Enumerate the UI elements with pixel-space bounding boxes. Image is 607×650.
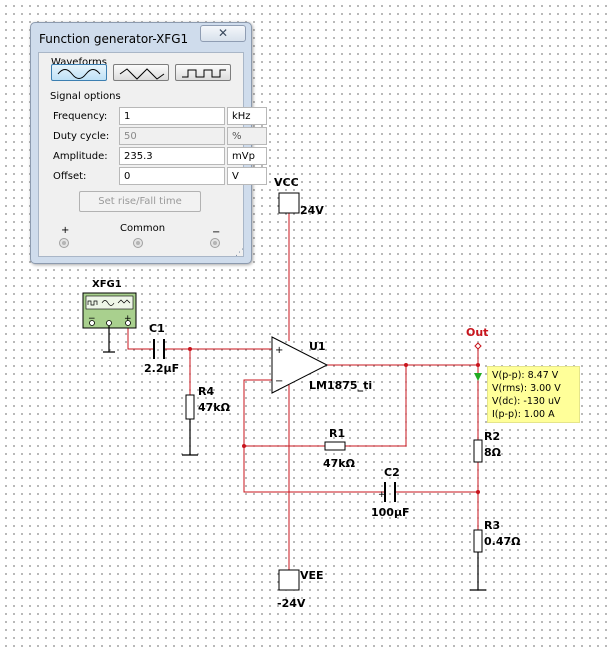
- window-titlebar[interactable]: Function generator-XFG1 ✕: [31, 23, 251, 51]
- c2-value: 100µF: [371, 506, 410, 519]
- u1-model: LM1875_ti: [309, 379, 372, 392]
- r2-value: 8Ω: [484, 446, 502, 459]
- r4-value: 47kΩ: [198, 401, 231, 414]
- function-generator-window[interactable]: Function generator-XFG1 ✕ Waveforms Sign…: [30, 22, 267, 264]
- square-wave-button[interactable]: [175, 64, 231, 81]
- triangle-wave-button[interactable]: [113, 64, 169, 81]
- r4-resistor[interactable]: R4 47kΩ: [182, 385, 231, 456]
- probe-ipp: I(p-p): 1.00 A: [492, 409, 555, 420]
- set-rise-fall-time-button[interactable]: Set rise/Fall time: [79, 191, 201, 212]
- probe-vpp: V(p-p): 8.47 V: [492, 370, 559, 381]
- plus-terminal-label: +: [61, 225, 70, 236]
- sine-wave-button[interactable]: [51, 64, 107, 81]
- vee-source[interactable]: VEE -24V: [277, 569, 324, 610]
- r3-name: R3: [484, 519, 500, 532]
- amplitude-unit-select[interactable]: mVp: [227, 147, 267, 165]
- vcc-name: VCC: [274, 176, 299, 189]
- r3-resistor[interactable]: R3 0.47Ω: [470, 519, 521, 591]
- probe-vrms: V(rms): 3.00 V: [492, 383, 561, 394]
- sine-wave-icon: [101, 300, 115, 306]
- amplitude-label: Amplitude:: [53, 151, 108, 162]
- connector-diamond-icon: [474, 342, 482, 350]
- wire-r1-left: [243, 379, 325, 447]
- c2-polarity: +: [378, 490, 386, 500]
- r1-resistor[interactable]: R1 47kΩ: [323, 427, 356, 470]
- xfg1-symbol[interactable]: XFG1 − +: [82, 279, 137, 353]
- wire-c2-left: [243, 446, 385, 493]
- r1-name: R1: [329, 427, 345, 440]
- vcc-value: 24V: [300, 204, 324, 217]
- offset-unit-select[interactable]: V: [227, 167, 267, 185]
- ground-icon: [182, 419, 198, 456]
- r2-name: R2: [484, 430, 500, 443]
- wire-xfg-c1: [127, 323, 154, 350]
- xfg1-minus-label: −: [88, 314, 96, 324]
- offset-label: Offset:: [53, 171, 87, 182]
- opamp-minus-label: −: [275, 376, 283, 387]
- c2-name: C2: [384, 466, 400, 479]
- ground-icon: [470, 552, 486, 591]
- duty-cycle-label: Duty cycle:: [53, 131, 110, 142]
- close-button[interactable]: ✕: [200, 25, 246, 42]
- amplitude-input[interactable]: 235.3: [119, 147, 225, 165]
- common-terminal-connector[interactable]: [132, 237, 144, 249]
- triangle-wave-icon: [119, 68, 165, 80]
- frequency-label: Frequency:: [53, 111, 108, 122]
- square-wave-icon: [87, 300, 98, 306]
- duty-cycle-input[interactable]: 50: [119, 127, 225, 145]
- waveforms-label: Waveforms: [51, 57, 107, 68]
- frequency-unit-select[interactable]: kHz: [227, 107, 267, 125]
- probe-arrow-icon[interactable]: [474, 373, 482, 381]
- c2-capacitor[interactable]: + C2 100µF: [371, 466, 410, 519]
- u1-opamp[interactable]: + − U1 LM1875_ti: [271, 336, 372, 394]
- wire-r1-right: [345, 365, 407, 447]
- vee-name: VEE: [300, 569, 324, 582]
- junctions: [188, 347, 480, 494]
- resize-grip-icon[interactable]: ⋰: [235, 248, 244, 258]
- common-terminal-label: Common: [120, 223, 166, 234]
- signal-options-label: Signal options: [50, 91, 121, 102]
- plus-terminal-connector[interactable]: [58, 237, 70, 249]
- r3-value: 0.47Ω: [484, 535, 521, 548]
- xfg1-plus-label: +: [124, 314, 132, 324]
- vee-value: -24V: [277, 597, 306, 610]
- ground-icon: [103, 326, 115, 353]
- c1-capacitor[interactable]: C1 2.2µF: [144, 322, 179, 375]
- r4-name: R4: [198, 385, 214, 398]
- xfg1-label: XFG1: [92, 279, 122, 290]
- out-node[interactable]: Out: [466, 326, 488, 365]
- square-wave-icon: [182, 69, 226, 78]
- probe-readout: V(p-p): 8.47 V V(rms): 3.00 V V(dc): -13…: [487, 366, 580, 423]
- minus-terminal-connector[interactable]: [209, 237, 221, 249]
- vcc-source[interactable]: VCC 24V: [274, 176, 324, 217]
- duty-cycle-unit-select[interactable]: %: [227, 127, 267, 145]
- frequency-input[interactable]: 1: [119, 107, 225, 125]
- wires: [127, 213, 479, 570]
- window-title: Function generator-XFG1: [39, 32, 189, 46]
- sine-wave-icon: [57, 69, 101, 79]
- minus-terminal-label: −: [212, 227, 221, 238]
- probe-vdc: V(dc): -130 uV: [492, 396, 561, 407]
- out-label: Out: [466, 326, 488, 339]
- r2-resistor[interactable]: R2 8Ω: [473, 430, 502, 463]
- offset-input[interactable]: 0: [119, 167, 225, 185]
- c1-name: C1: [149, 322, 165, 335]
- triangle-wave-icon: [117, 299, 131, 304]
- opamp-plus-label: +: [275, 345, 283, 356]
- u1-name: U1: [309, 340, 326, 353]
- r1-value: 47kΩ: [323, 457, 356, 470]
- c1-value: 2.2µF: [144, 362, 179, 375]
